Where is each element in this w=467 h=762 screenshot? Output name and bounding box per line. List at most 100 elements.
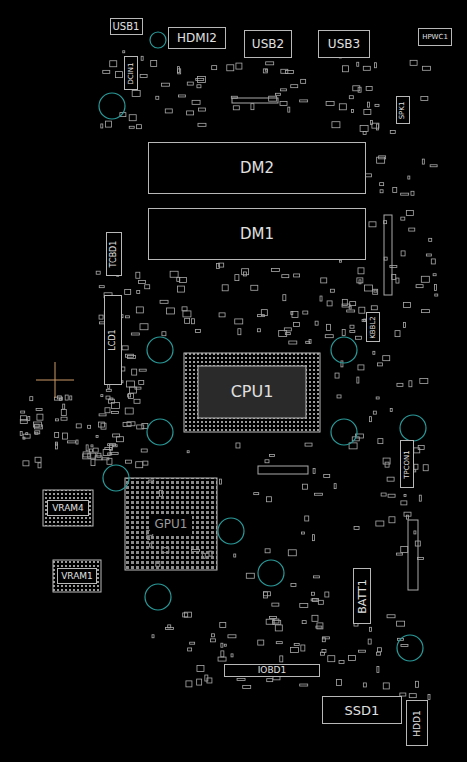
smd-part bbox=[236, 443, 240, 448]
smd-part bbox=[302, 621, 306, 624]
part-outline: HDMI2 bbox=[168, 27, 226, 49]
smd-part bbox=[129, 387, 136, 393]
smd-part bbox=[409, 694, 416, 698]
part-outline: SSD1 bbox=[322, 696, 402, 724]
smd-part bbox=[251, 104, 254, 110]
mounting-hole bbox=[331, 337, 357, 363]
smd-part bbox=[190, 642, 195, 644]
smd-part bbox=[115, 72, 122, 78]
smd-part bbox=[363, 132, 366, 135]
smd-part bbox=[137, 425, 144, 429]
smd-part bbox=[423, 465, 428, 471]
part-label: IOBD1 bbox=[258, 666, 287, 675]
smd-part bbox=[377, 157, 385, 163]
smd-part bbox=[303, 311, 308, 314]
smd-part bbox=[187, 451, 189, 453]
smd-part bbox=[132, 91, 140, 97]
smd-part bbox=[342, 304, 350, 307]
smd-part bbox=[197, 666, 204, 672]
smd-part bbox=[366, 87, 372, 91]
smd-part bbox=[377, 648, 381, 652]
smd-part bbox=[390, 409, 392, 412]
smd-part bbox=[156, 96, 159, 99]
smd-part bbox=[254, 493, 259, 495]
smd-part bbox=[388, 494, 395, 497]
smd-part bbox=[34, 424, 39, 427]
smd-part bbox=[376, 521, 384, 526]
smd-part bbox=[197, 679, 202, 685]
smd-part bbox=[318, 600, 323, 604]
smd-part bbox=[61, 410, 66, 416]
part-label: HDD1 bbox=[413, 710, 422, 736]
smd-part bbox=[76, 440, 78, 444]
part-label: LCD1 bbox=[109, 329, 117, 350]
smd-part bbox=[377, 363, 382, 366]
smd-part bbox=[54, 397, 62, 400]
part-outline: HPWC1 bbox=[418, 28, 452, 46]
smd-part bbox=[96, 435, 98, 437]
smd-part bbox=[435, 284, 437, 290]
smd-part bbox=[152, 635, 154, 638]
smd-part bbox=[265, 460, 269, 463]
smd-part bbox=[143, 461, 148, 465]
smd-part bbox=[371, 306, 377, 310]
smd-part bbox=[91, 445, 93, 447]
smd-part bbox=[192, 319, 195, 324]
smd-part bbox=[383, 458, 390, 464]
smd-part bbox=[197, 85, 201, 88]
smd-part bbox=[360, 125, 368, 131]
smd-part bbox=[188, 648, 192, 651]
part-label: SSD1 bbox=[345, 704, 380, 717]
part-outline: KBBL2 bbox=[366, 312, 380, 342]
mounting-hole bbox=[397, 635, 423, 661]
smd-part bbox=[129, 126, 134, 128]
smd-part bbox=[422, 159, 424, 164]
smd-part bbox=[293, 322, 299, 326]
smd-part bbox=[404, 494, 406, 496]
smd-part bbox=[342, 299, 347, 305]
smd-part bbox=[275, 625, 282, 631]
smd-part bbox=[139, 280, 146, 283]
smd-part bbox=[373, 411, 376, 414]
part-label: BATT1 bbox=[357, 579, 368, 613]
smd-part bbox=[272, 603, 279, 606]
smd-part bbox=[105, 448, 112, 450]
smd-part bbox=[165, 109, 172, 113]
smd-part bbox=[380, 190, 383, 193]
smd-part bbox=[219, 479, 221, 484]
smd-part bbox=[217, 263, 220, 268]
smd-part bbox=[101, 124, 103, 128]
smd-part bbox=[431, 259, 435, 264]
part-label: TPCON1 bbox=[404, 450, 411, 479]
smd-part bbox=[23, 437, 25, 439]
smd-part bbox=[136, 462, 143, 468]
smd-part bbox=[309, 339, 311, 343]
smd-part bbox=[263, 69, 267, 73]
smd-part bbox=[414, 531, 416, 534]
smd-part bbox=[387, 477, 394, 481]
smd-part bbox=[350, 331, 355, 333]
smd-part bbox=[117, 437, 124, 442]
smd-part bbox=[315, 493, 323, 495]
smd-part bbox=[416, 285, 423, 288]
part-outline: DM2 bbox=[148, 142, 366, 194]
smd-part bbox=[235, 319, 243, 324]
part-outline: LCD1 bbox=[104, 295, 122, 385]
smd-part bbox=[426, 254, 431, 256]
smd-part bbox=[137, 125, 142, 129]
smd-part bbox=[177, 286, 184, 292]
smd-part bbox=[428, 694, 430, 699]
smd-part bbox=[390, 131, 395, 134]
mounting-hole bbox=[147, 419, 173, 445]
smd-part bbox=[273, 620, 281, 624]
smd-part bbox=[106, 389, 111, 391]
smd-part bbox=[359, 307, 365, 313]
smd-part bbox=[140, 324, 148, 330]
smd-part bbox=[107, 458, 112, 464]
part-outline: VRAM4 bbox=[47, 500, 89, 516]
smd-part bbox=[357, 62, 359, 66]
smd-part bbox=[98, 422, 104, 427]
smd-part bbox=[265, 549, 270, 553]
smd-part bbox=[385, 462, 389, 467]
smd-part bbox=[126, 354, 134, 357]
